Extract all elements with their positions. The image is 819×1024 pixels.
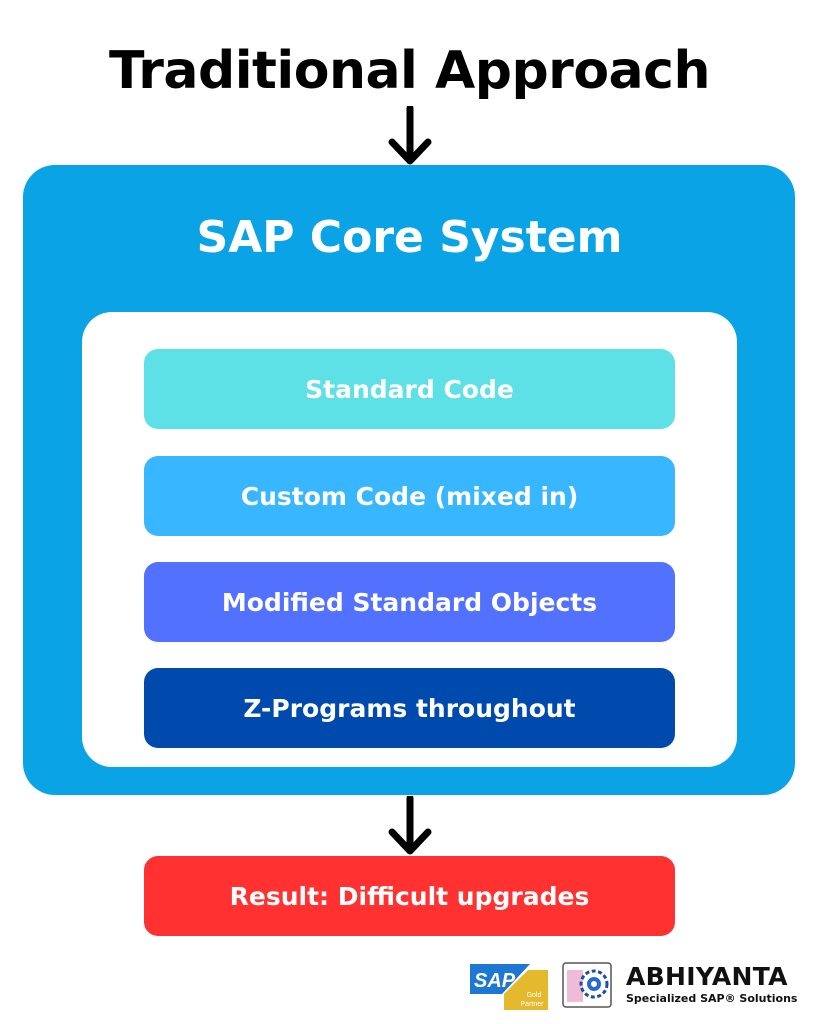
abhiyanta-gear-icon — [562, 962, 612, 1008]
abhiyanta-brand-name: ABHIYANTA — [626, 962, 788, 991]
layer-z-programs: Z-Programs throughout — [144, 668, 675, 748]
core-system-title: SAP Core System — [196, 212, 623, 263]
sap-badge-line1: Gold — [527, 992, 542, 999]
diagram-title: Traditional Approach — [109, 41, 710, 101]
sap-badge-line2: Partner — [521, 1001, 545, 1008]
layer-custom-code: Custom Code (mixed in) — [144, 456, 675, 536]
layer-modified-standard-objects: Modified Standard Objects — [144, 562, 675, 642]
down-arrow-icon — [388, 106, 432, 165]
abhiyanta-tagline: Specialized SAP® Solutions — [626, 992, 798, 1005]
sap-gold-partner-logo: SAP Gold Partner — [470, 964, 548, 1010]
layer-standard-code: Standard Code — [144, 349, 675, 429]
down-arrow-icon — [388, 796, 432, 855]
result-box: Result: Difficult upgrades — [144, 856, 675, 936]
sap-logo-text: SAP — [474, 970, 516, 992]
